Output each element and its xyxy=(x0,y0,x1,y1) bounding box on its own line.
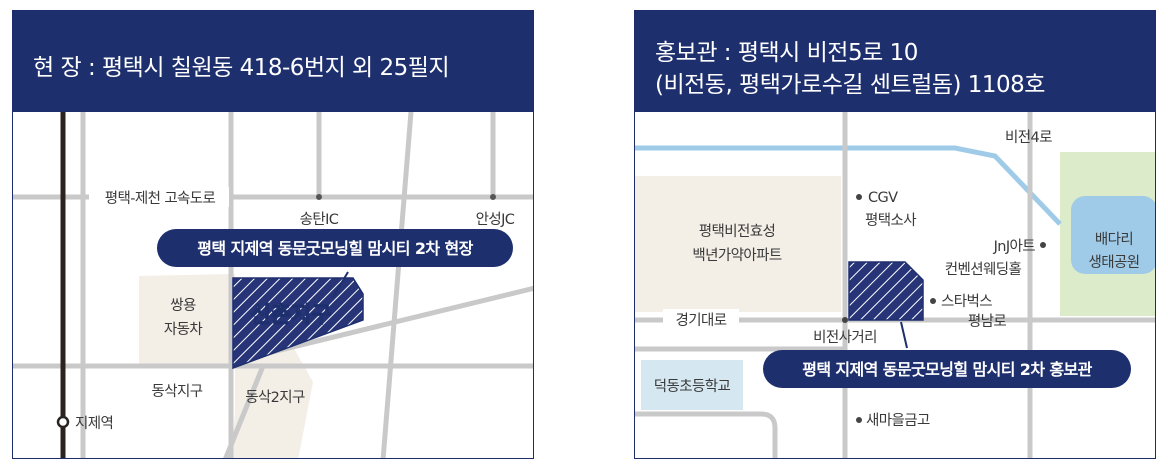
jnj-marker xyxy=(1040,242,1046,248)
gyeonggidaero-label-bg xyxy=(663,309,739,329)
callout-connector xyxy=(900,321,908,349)
site-area xyxy=(232,277,364,370)
cgv-marker xyxy=(856,194,862,200)
apartment-area xyxy=(635,176,841,312)
jije-station-label: 지제역 xyxy=(75,415,113,432)
wedding-label: 컨벤션웨딩홀 xyxy=(945,261,1022,278)
showroom-block xyxy=(848,261,924,321)
ssangyong-area xyxy=(139,274,235,366)
apartment-label-2: 백년가약아파트 xyxy=(692,247,781,264)
anseong-jc-label: 안성JC xyxy=(476,211,515,228)
ssangyong-label-1: 쌍용 xyxy=(170,297,196,314)
park-label-2: 생태공원 xyxy=(1089,254,1140,271)
gyeonggidaero-label: 경기대로 xyxy=(676,312,727,329)
site-map: 신촌지구 평택 지제역 동문굿모닝힐 맘시티 2차 현장 평택-제천 고속도로 … xyxy=(13,112,533,458)
showroom-callout-text: 평택 지제역 동문굿모닝힐 맘시티 2차 홍보관 xyxy=(802,360,1092,379)
dongsak-label: 동삭지구 xyxy=(152,383,203,400)
pt-office-label: 평택소사 xyxy=(865,212,916,229)
jije-station-marker xyxy=(56,415,70,429)
showroom-map-panel: 홍보관 : 평택시 비전5로 10 (비전동, 평택가로수길 센트럴돔) 110… xyxy=(634,10,1156,459)
callout-connector xyxy=(332,271,349,298)
site-callout-text: 평택 지제역 동문굿모닝힐 맘시티 2차 현장 xyxy=(197,239,473,258)
jnj-label: JnJ아트 xyxy=(993,238,1036,255)
pyeongnamro-label: 평남로 xyxy=(968,313,1006,330)
park-label-1: 배다리 xyxy=(1095,231,1133,248)
bank-label: 새마을금고 xyxy=(866,412,930,429)
site-address: 현 장 : 평택시 칠원동 418-6번지 외 25필지 xyxy=(33,55,450,81)
showroom-map: 평택 지제역 동문굿모닝힐 맘시티 2차 홍보관 비전4로 CGV 평택소사 평… xyxy=(635,112,1155,458)
anseong-jc-marker xyxy=(490,194,496,200)
ssangyong-label-2: 자동차 xyxy=(164,321,202,338)
school-area xyxy=(641,360,743,410)
baedari-park-pond xyxy=(1071,196,1155,274)
starbucks-marker xyxy=(930,298,936,304)
showroom-header: 홍보관 : 평택시 비전5로 10 (비전동, 평택가로수길 센트럴돔) 110… xyxy=(635,11,1155,112)
site-header: 현 장 : 평택시 칠원동 418-6번지 외 25필지 xyxy=(13,11,533,112)
apartment-label-1: 평택비전효성 xyxy=(699,223,775,240)
site-label: 신촌지구 xyxy=(251,303,332,328)
showroom-callout-pill xyxy=(763,350,1131,388)
site-callout-pill xyxy=(157,229,513,267)
junction-marker xyxy=(842,317,848,323)
starbucks-label: 스타벅스 xyxy=(941,293,992,310)
expressway-label-bg xyxy=(89,187,229,207)
bijeon4ro-label: 비전4로 xyxy=(1005,129,1052,146)
dongsak2-label: 동삭2지구 xyxy=(245,389,305,406)
songtan-ic-marker xyxy=(316,194,322,200)
showroom-address-line2: (비전동, 평택가로수길 센트럴돔) 1108호 xyxy=(655,72,1045,98)
cgv-label: CGV xyxy=(868,190,898,206)
bijeon-junction-label: 비전사거리 xyxy=(813,329,877,346)
expressway-label: 평택-제천 고속도로 xyxy=(105,190,216,207)
songtan-ic-label: 송탄IC xyxy=(300,211,339,228)
bank-marker xyxy=(856,417,862,423)
showroom-address-line1: 홍보관 : 평택시 비전5로 10 xyxy=(655,40,918,66)
site-map-panel: 현 장 : 평택시 칠원동 418-6번지 외 25필지 xyxy=(12,10,534,459)
school-label: 덕동초등학교 xyxy=(654,378,731,395)
